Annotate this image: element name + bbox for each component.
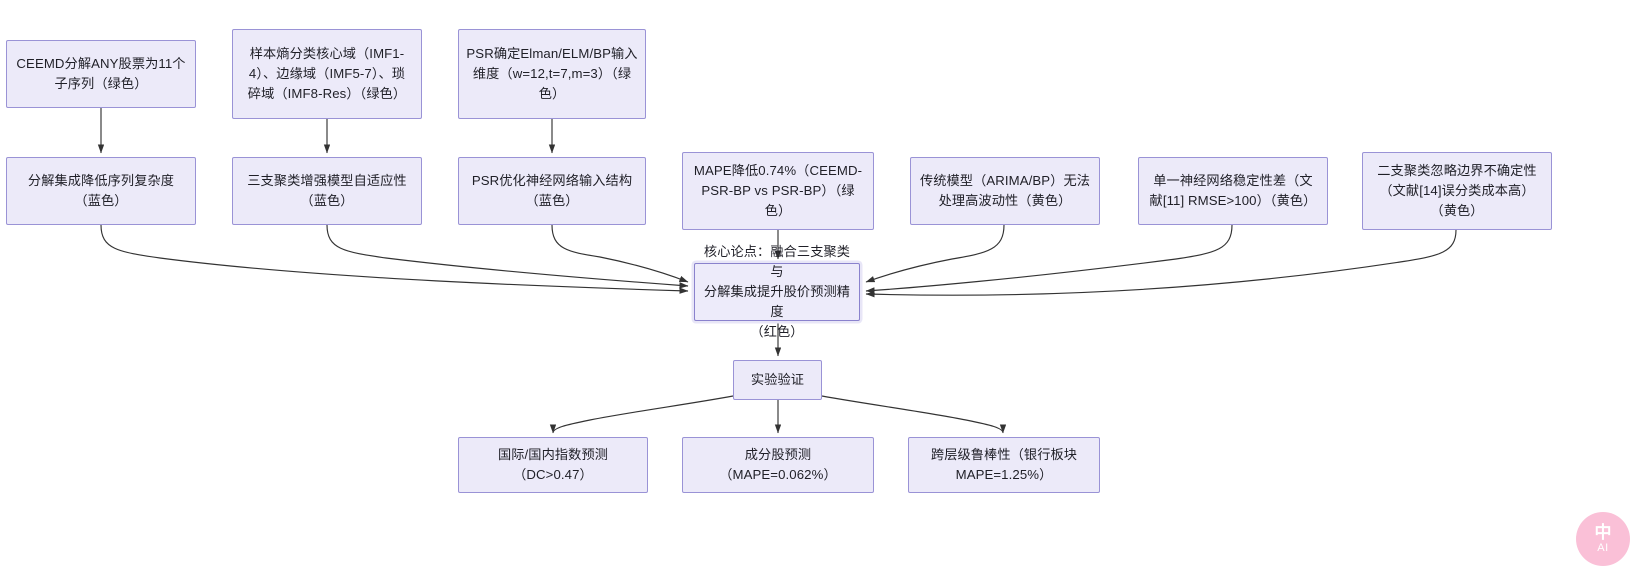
- node-two-way-clustering-limitation[interactable]: 二支聚类忽略边界不确定性 （文献[14]误分类成本高） （黄色）: [1362, 152, 1552, 230]
- node-label: PSR优化神经网络输入结构 （蓝色）: [471, 172, 633, 208]
- edge-n10-core: [865, 229, 1457, 298]
- node-three-way-clustering-adaptivity[interactable]: 三支聚类增强模型自适应性 （蓝色）: [232, 157, 422, 225]
- node-label: 单一神经网络稳定性差（文 献[11] RMSE>100）（黄色）: [1149, 172, 1317, 208]
- node-label: 分解集成降低序列复杂度 （蓝色）: [27, 172, 175, 208]
- edge-n5-core: [326, 224, 689, 289]
- edge-n9-core: [865, 224, 1233, 294]
- edge-n4-core: [100, 224, 689, 294]
- node-sample-entropy-classification[interactable]: 样本熵分类核心域（IMF1- 4）、边缘域（IMF5-7）、琐 碎域（IMF8-…: [232, 29, 422, 119]
- watermark-main-text: 中: [1594, 523, 1612, 542]
- node-psr-input-dimension[interactable]: PSR确定Elman/ELM/BP输入 维度（w=12,t=7,m=3）（绿 色…: [458, 29, 646, 119]
- node-label: CEEMD分解ANY股票为11个 子序列（绿色）: [16, 55, 186, 91]
- watermark-badge: 中 AI: [1576, 512, 1630, 566]
- node-psr-optimizes-network-input[interactable]: PSR优化神经网络输入结构 （蓝色）: [458, 157, 646, 225]
- node-label: PSR确定Elman/ELM/BP输入 维度（w=12,t=7,m=3）（绿 色…: [466, 45, 638, 102]
- edge-exp-r1: [549, 395, 734, 434]
- edge-n6-core: [551, 224, 689, 283]
- node-label: 实验验证: [750, 371, 805, 387]
- node-label: MAPE降低0.74%（CEEMD- PSR-BP vs PSR-BP）（绿 色…: [693, 162, 863, 219]
- watermark-sub-text: AI: [1597, 542, 1609, 554]
- node-result-index-prediction[interactable]: 国际/国内指数预测 （DC>0.47）: [458, 437, 648, 493]
- node-experimental-validation[interactable]: 实验验证: [733, 360, 822, 400]
- node-label: 国际/国内指数预测 （DC>0.47）: [497, 446, 609, 482]
- node-label: 样本熵分类核心域（IMF1- 4）、边缘域（IMF5-7）、琐 碎域（IMF8-…: [247, 45, 407, 102]
- node-mape-improvement[interactable]: MAPE降低0.74%（CEEMD- PSR-BP vs PSR-BP）（绿 色…: [682, 152, 874, 230]
- edge-n8-core: [865, 224, 1005, 283]
- node-label: 核心论点：融合三支聚类与 分解集成提升股价预测精度 （红色）: [703, 243, 851, 340]
- node-label: 二支聚类忽略边界不确定性 （文献[14]误分类成本高） （黄色）: [1377, 162, 1537, 219]
- node-label: 成分股预测 （MAPE=0.062%）: [719, 446, 837, 482]
- edge-exp-r3: [821, 395, 1007, 434]
- node-core-thesis[interactable]: 核心论点：融合三支聚类与 分解集成提升股价预测精度 （红色）: [694, 244, 860, 339]
- node-label: 传统模型（ARIMA/BP）无法 处理高波动性（黄色）: [919, 172, 1091, 208]
- node-single-network-instability[interactable]: 单一神经网络稳定性差（文 献[11] RMSE>100）（黄色）: [1138, 157, 1328, 225]
- node-ceemd-decomposition[interactable]: CEEMD分解ANY股票为11个 子序列（绿色）: [6, 40, 196, 108]
- node-decomposition-reduces-complexity[interactable]: 分解集成降低序列复杂度 （蓝色）: [6, 157, 196, 225]
- node-result-cross-level-robustness[interactable]: 跨层级鲁棒性（银行板块 MAPE=1.25%）: [908, 437, 1100, 493]
- node-result-constituent-stock-prediction[interactable]: 成分股预测 （MAPE=0.062%）: [682, 437, 874, 493]
- node-traditional-models-limitation[interactable]: 传统模型（ARIMA/BP）无法 处理高波动性（黄色）: [910, 157, 1100, 225]
- node-label: 三支聚类增强模型自适应性 （蓝色）: [247, 172, 407, 208]
- node-label: 跨层级鲁棒性（银行板块 MAPE=1.25%）: [930, 446, 1078, 482]
